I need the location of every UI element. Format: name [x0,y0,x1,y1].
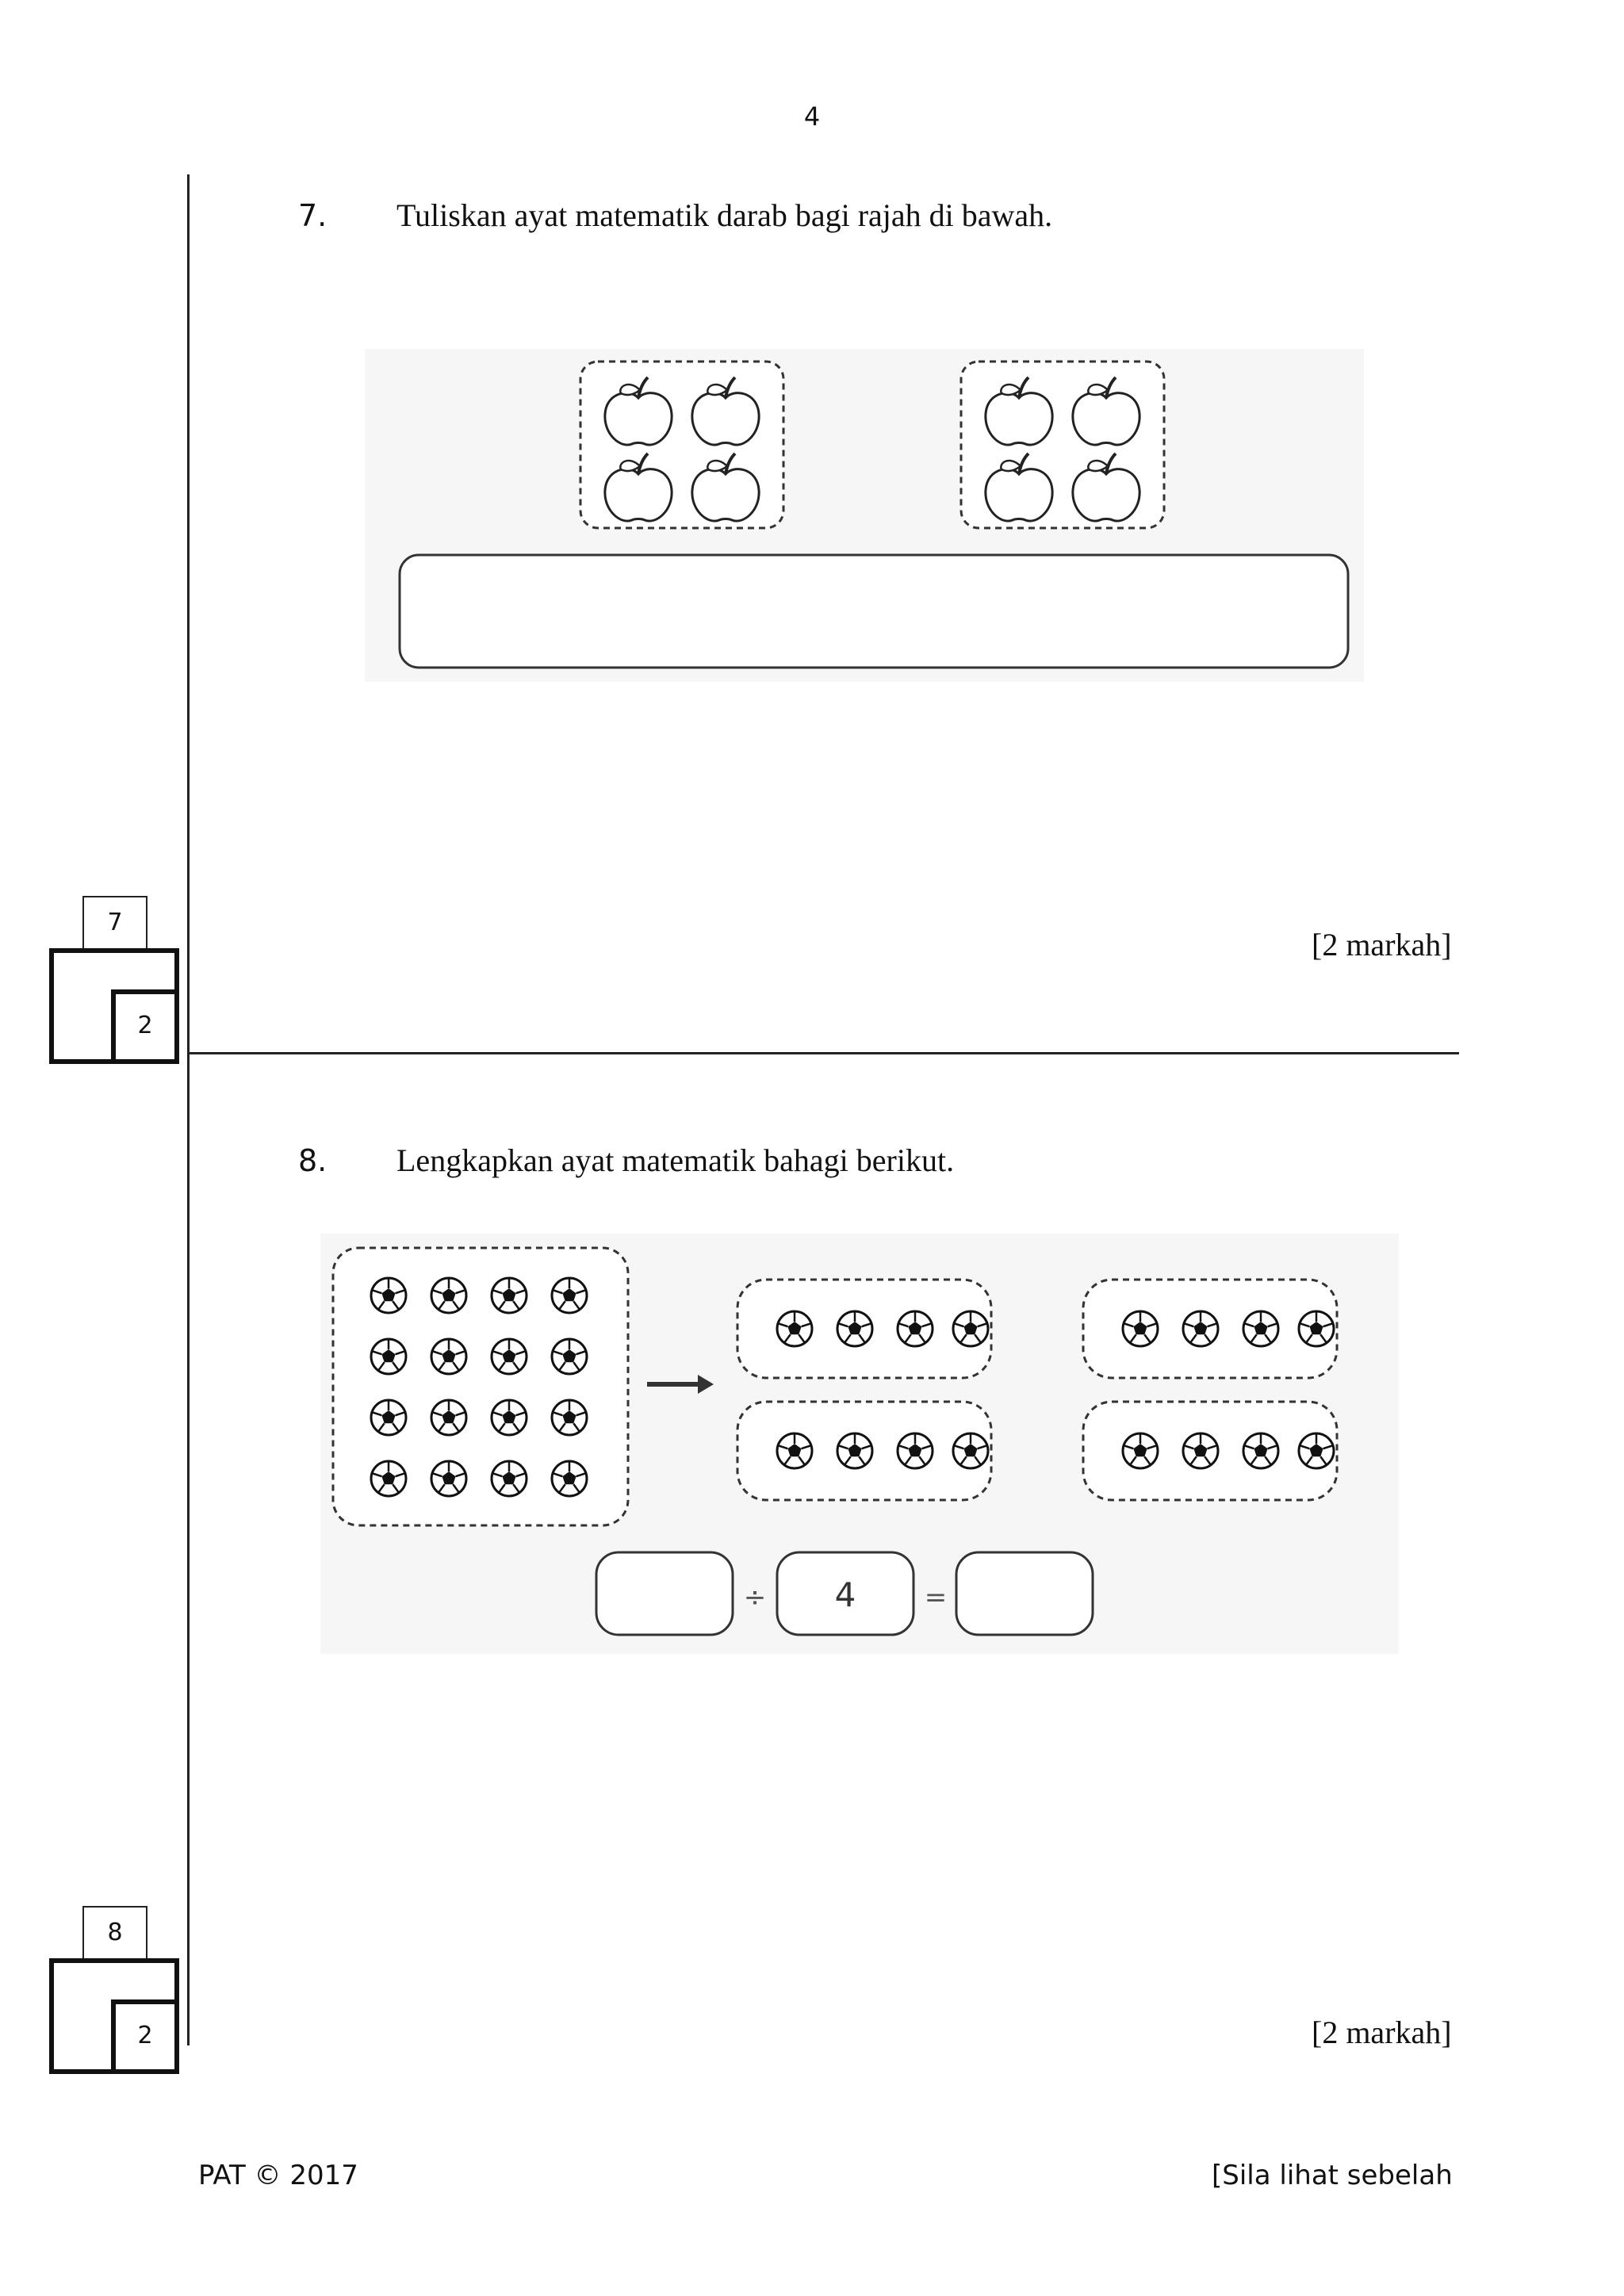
division-sign: ÷ [744,1582,767,1613]
football-icon [430,1399,468,1437]
football-icon [490,1276,528,1314]
apple-group-2 [959,360,1166,530]
football-icon [490,1460,528,1498]
question-7-marks: [2 markah] [1312,927,1452,962]
football-icon [1242,1432,1280,1470]
football-group-3 [1082,1278,1339,1380]
football-icon [952,1310,990,1348]
football-icon [776,1432,814,1470]
question-number-box-8: 8 [82,1906,147,1960]
divisor-value: 4 [835,1575,856,1614]
football-icon [1297,1432,1335,1470]
football-icon [430,1276,468,1314]
question-8-diagram: ÷ 4 = [320,1234,1399,1654]
dividend-answer-box [595,1551,734,1636]
arrow-right-icon [647,1375,714,1394]
football-group-2 [736,1400,993,1502]
question-number-box-7: 7 [82,896,147,950]
football-icon [776,1310,814,1348]
football-icon [370,1399,408,1437]
question-8-number: 8. [298,1143,327,1178]
football-icon [1297,1310,1335,1348]
football-icon [896,1310,934,1348]
football-icon [550,1337,588,1376]
football-icon [550,1399,588,1437]
question-divider [187,1052,1459,1054]
football-group-4 [1082,1400,1339,1502]
football-icon [550,1460,588,1498]
football-icon [1242,1310,1280,1348]
question-7-text: Tuliskan ayat matematik darab bagi rajah… [396,197,1053,233]
divisor-box [776,1551,915,1636]
equals-sign: = [925,1582,948,1613]
football-icon [836,1432,874,1470]
footer-turn-page: [Sila lihat sebelah [1212,2160,1453,2191]
football-icon [952,1432,990,1470]
football-icon [1121,1310,1159,1348]
football-icon [370,1276,408,1314]
apple-group-1 [579,360,785,530]
max-marks-box-7: 2 [111,989,179,1064]
football-icon [1182,1310,1220,1348]
question-7-number: 7. [298,198,327,233]
football-icon [1182,1432,1220,1470]
football-icon [430,1337,468,1376]
football-group-all [331,1246,630,1527]
question-8-text: Lengkapkan ayat matematik bahagi berikut… [396,1142,955,1178]
page-number: 4 [803,101,821,132]
football-group-1 [736,1278,993,1380]
football-icon [1121,1432,1159,1470]
football-icon [490,1399,528,1437]
question-8-marks: [2 markah] [1312,2015,1452,2050]
football-icon [490,1337,528,1376]
football-icon [370,1337,408,1376]
football-icon [550,1276,588,1314]
answer-box-7 [398,553,1350,669]
football-icon [836,1310,874,1348]
football-icon [896,1432,934,1470]
margin-line [187,174,190,2045]
max-marks-box-8: 2 [111,1999,179,2074]
question-7-diagram [365,349,1364,682]
quotient-answer-box [955,1551,1094,1636]
football-icon [430,1460,468,1498]
football-icon [370,1460,408,1498]
footer-copyright: PAT © 2017 [198,2160,358,2191]
